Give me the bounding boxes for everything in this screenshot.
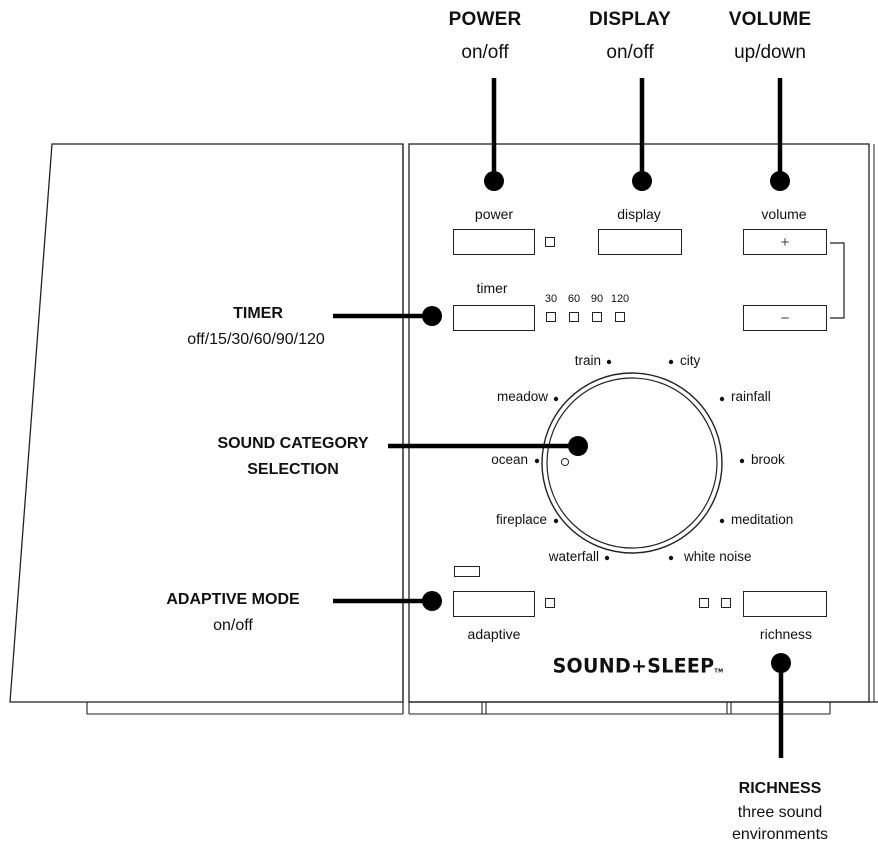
adaptive-callout-title: ADAPTIVE MODE <box>166 591 300 608</box>
adaptive-button[interactable] <box>453 591 535 617</box>
sound-label-brook: brook <box>751 452 785 467</box>
plus-icon: + <box>780 233 790 251</box>
brand-name: SOUND+SLEEP <box>552 654 715 678</box>
timer-indicator-120 <box>615 312 625 322</box>
timer-label-120: 120 <box>610 293 630 305</box>
timer-callout-sub: off/15/30/60/90/120 <box>187 331 325 348</box>
leader-lines <box>333 78 784 758</box>
volume-callout-sub: up/down <box>734 42 806 63</box>
minus-icon: − <box>780 309 790 327</box>
timer-label-60: 60 <box>567 293 581 305</box>
richness-button[interactable] <box>743 591 827 617</box>
sound-label-white-noise: white noise <box>684 549 752 564</box>
timer-label-30: 30 <box>544 293 558 305</box>
display-callout-title: DISPLAY <box>588 9 672 30</box>
sound-label-rainfall: rainfall <box>731 389 771 404</box>
timer-indicator-60 <box>569 312 579 322</box>
sound-label-train: train <box>574 353 601 368</box>
timer-indicator-30 <box>546 312 556 322</box>
adaptive-status-light <box>545 598 555 608</box>
richness-callout-sub-2: environments <box>731 826 829 843</box>
adaptive-button-label: adaptive <box>467 626 521 642</box>
power-callout-sub: on/off <box>461 42 509 63</box>
volume-up-button[interactable]: + <box>743 229 827 255</box>
side-panel <box>9 143 404 703</box>
display-button[interactable] <box>598 229 682 255</box>
volume-bracket <box>830 242 845 319</box>
power-indicator-light <box>545 237 555 247</box>
sound-category-dial[interactable] <box>542 373 722 553</box>
richness-callout-sub-1: three sound <box>737 804 823 821</box>
device-base <box>86 702 831 715</box>
trademark-mark: TM <box>714 668 724 675</box>
timer-indicator-90 <box>592 312 602 322</box>
volume-button-label: volume <box>761 206 807 222</box>
richness-indicator-2 <box>721 598 731 608</box>
display-button-label: display <box>617 206 661 222</box>
sound-label-ocean: ocean <box>491 452 528 467</box>
richness-button-label: richness <box>759 626 813 642</box>
leader-dots <box>422 171 791 673</box>
sound-label-waterfall: waterfall <box>548 549 599 564</box>
dial-position-indicator <box>560 457 570 467</box>
sound-label-fireplace: fireplace <box>495 512 547 527</box>
timer-button[interactable] <box>453 305 535 331</box>
volume-callout-title: VOLUME <box>728 9 812 30</box>
sound-label-meadow: meadow <box>496 389 548 404</box>
sound-dial-inner <box>546 377 718 549</box>
power-callout-title: POWER <box>448 9 522 30</box>
sound-callout-title-2: SELECTION <box>247 461 339 478</box>
richness-callout-title: RICHNESS <box>738 780 822 797</box>
adaptive-indicator-light <box>454 566 480 577</box>
power-button-label: power <box>474 206 514 222</box>
brand-logo: SOUND+SLEEPTM <box>552 654 724 678</box>
timer-label-90: 90 <box>590 293 604 305</box>
volume-down-button[interactable]: − <box>743 305 827 331</box>
sound-label-meditation: meditation <box>731 512 794 527</box>
timer-callout-title: TIMER <box>233 305 283 322</box>
sound-position-dots <box>534 359 745 561</box>
display-callout-sub: on/off <box>606 42 654 63</box>
adaptive-callout-sub: on/off <box>213 617 253 634</box>
richness-indicator-1 <box>699 598 709 608</box>
power-button[interactable] <box>453 229 535 255</box>
sound-callout-title-1: SOUND CATEGORY <box>217 435 369 452</box>
sound-dial-outer <box>541 372 723 554</box>
sound-label-city: city <box>680 353 701 368</box>
timer-button-label: timer <box>476 280 508 296</box>
